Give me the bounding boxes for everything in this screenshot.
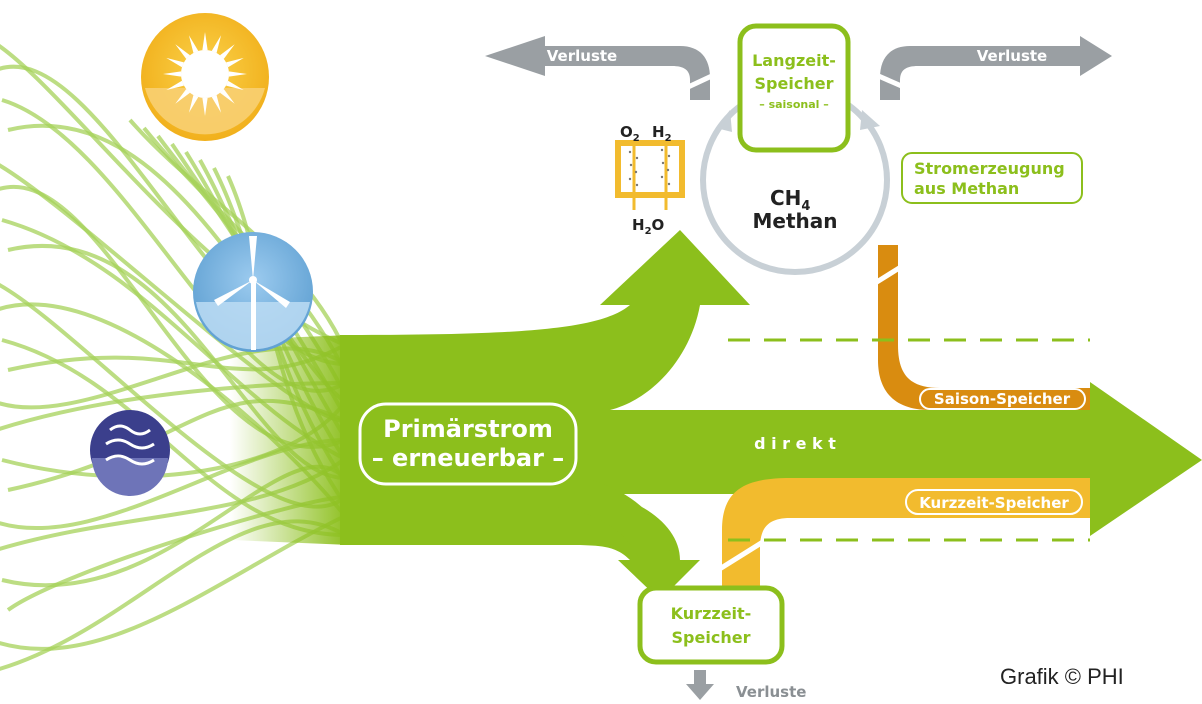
- langzeit-line3: – saisonal –: [759, 98, 829, 111]
- sun-ray: [211, 35, 222, 53]
- loss-bottom-label: Verluste: [736, 683, 806, 701]
- loss-arrow-right: [880, 36, 1112, 100]
- langzeit-line1: Langzeit-: [752, 51, 836, 70]
- kurzzeit-branch: [520, 470, 672, 560]
- saison-pill: [919, 388, 1086, 410]
- strom-line1: Stromerzeugung: [914, 159, 1065, 178]
- saison-cut: [870, 262, 906, 288]
- kurzzeit-main-label: Kurzzeit-Speicher: [919, 494, 1069, 512]
- methane-name: Methan: [753, 209, 838, 233]
- strom-line2: aus Methan: [914, 179, 1019, 198]
- methane-sub: 4: [801, 199, 810, 214]
- primary-label-line1: Primärstrom: [383, 415, 553, 443]
- sun-ray: [163, 71, 182, 77]
- h2-sub: 2: [665, 133, 672, 144]
- cycle-arrow-right: [860, 110, 880, 130]
- kurzzeit-cut: [716, 537, 768, 573]
- sun-ray: [188, 95, 199, 113]
- sun-ray: [166, 57, 184, 68]
- sun-ray: [202, 97, 208, 116]
- h2o-sub: 2: [645, 226, 652, 237]
- h2o-h: H: [632, 216, 645, 234]
- water-wave-icon: [90, 410, 170, 496]
- primary-flow: [340, 230, 1202, 600]
- sun-ray: [226, 57, 244, 68]
- sun-ray: [188, 35, 199, 53]
- kurzzeit-storage-flow: [722, 478, 1090, 592]
- sun-ray: [220, 44, 235, 59]
- loss-right-cut: [872, 71, 908, 91]
- sun-ray: [211, 95, 222, 113]
- methane-ch: CH: [770, 186, 801, 210]
- stromerzeugung-box: [901, 152, 1083, 204]
- sun-icon: [141, 13, 269, 141]
- cycle-arrow-left: [716, 110, 732, 132]
- sun-ray: [226, 80, 244, 91]
- sun-ray: [228, 71, 247, 77]
- kurzzeit-pill: [905, 489, 1083, 515]
- sun-ray: [175, 44, 190, 59]
- o2-o: O: [620, 123, 633, 141]
- loss-arrow-left: [485, 36, 710, 100]
- loss-left-label: Verluste: [547, 47, 617, 65]
- h2-label: H2: [652, 123, 672, 144]
- h2-h: H: [652, 123, 665, 141]
- saison-storage-flow: [878, 245, 1090, 410]
- loss-arrow-bottom: [686, 670, 714, 700]
- primary-label-box: [358, 402, 578, 486]
- direct-label: d i r e k t: [754, 434, 836, 453]
- loss-left-cut: [684, 71, 718, 91]
- sun-ray: [175, 89, 190, 104]
- kurzzeit-box-line2: Speicher: [672, 628, 751, 647]
- sun-ray: [202, 32, 208, 51]
- credit-label: Grafik © PHI: [1000, 664, 1124, 689]
- saison-label: Saison-Speicher: [934, 390, 1071, 408]
- sun-ray: [220, 89, 235, 104]
- h2o-o: O: [652, 216, 665, 234]
- kurzzeit-speicher-box: [637, 585, 785, 665]
- o2-sub: 2: [633, 133, 640, 144]
- primary-flow-fade: [230, 335, 350, 545]
- kurzzeit-box-line1: Kurzzeit-: [671, 604, 752, 623]
- loss-right-label: Verluste: [977, 47, 1047, 65]
- primary-label-line2: – erneuerbar –: [372, 444, 565, 472]
- o2-label: O2: [620, 123, 640, 144]
- langzeit-line2: Speicher: [755, 74, 834, 93]
- methane-formula: CH4: [770, 186, 810, 214]
- langzeit-speicher-box: [737, 23, 851, 153]
- h2o-label: H2O: [632, 216, 664, 237]
- wind-turbine-icon: [193, 232, 313, 352]
- electrolyser-icon: [615, 140, 685, 210]
- sun-ray: [166, 80, 184, 91]
